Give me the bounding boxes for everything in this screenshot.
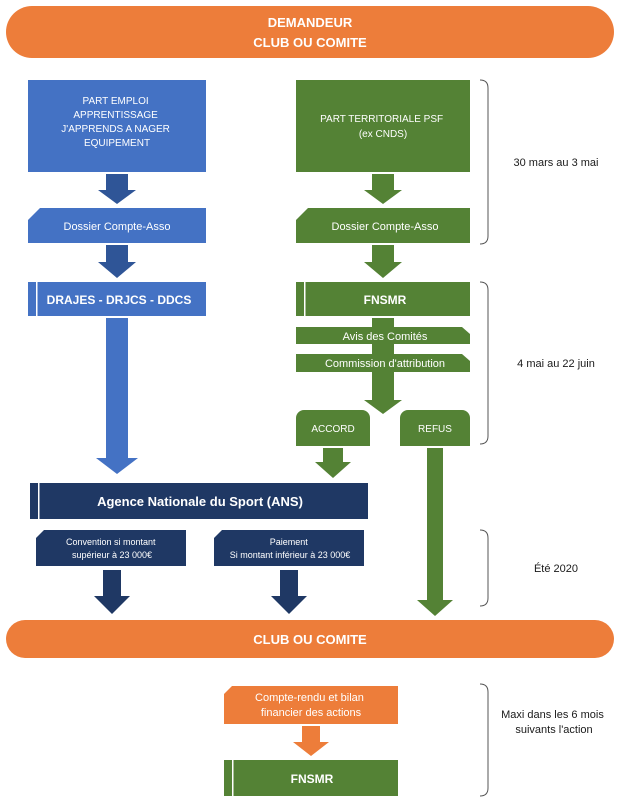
ans-title: Agence Nationale du Sport (ANS) [97,494,303,509]
report-shape [224,686,398,724]
bracket [479,529,489,607]
report-line: financier des actions [261,707,362,719]
refus-box [400,410,470,446]
drajes-accent [36,282,38,316]
refus-label: REFUS [418,424,452,435]
header-line2: CLUB OU COMITE [253,35,367,50]
drajes-label: DRAJES - DRJCS - DDCS [47,293,192,307]
ans-box [30,483,368,519]
bracket [479,683,489,797]
down-arrow [94,570,130,614]
down-arrow [98,245,136,278]
blue-dossier-shape [28,208,206,243]
svg-text:Convention si montant supé: Convention si montant supérieur à 23 000… [66,537,158,560]
avis-shape [296,327,470,344]
phase2-label: 4 mai au 22 juin [517,358,595,370]
down-arrow [315,448,351,478]
svg-text:PART TERRITORIALE PSF (ex: PART TERRITORIALE PSF (ex CNDS) [320,114,446,140]
paiement-line: Si montant inférieur à 23 000€ [230,550,351,560]
report-line: Compte-rendu et bilan [255,692,364,704]
paiement-line: Paiement [270,537,309,547]
convention-line: supérieur à 23 000€ [72,550,152,560]
blue-dossier-label: Dossier Compte-Asso [64,221,171,233]
blue-box-line: J'APPRENDS A NAGER [61,124,170,135]
final-accent [232,760,234,796]
drajes-box [28,282,206,316]
down-arrow [98,174,136,204]
final-label: FNSMR [291,772,334,786]
paiement-shape [214,530,364,566]
result-pill [6,620,614,658]
down-arrow [96,318,138,474]
phase3-label: Été 2020 [534,562,578,575]
accord-box [296,410,370,446]
blue-box-line: EQUIPEMENT [84,138,150,149]
convention-shape [36,530,186,566]
svg-text:Maxi dans les 6 mois suiva: Maxi dans les 6 mois suivants l'action [501,709,607,736]
accord-label: ACCORD [311,424,354,435]
header-pill [6,6,614,58]
svg-text:PART EMPLOI APPRENTISSAGE: PART EMPLOI APPRENTISSAGE J'APPRENDS A N… [61,96,172,149]
fnsmr-box [296,282,470,316]
bracket [479,281,489,445]
ans-accent [38,483,40,519]
green-dossier-label: Dossier Compte-Asso [332,221,439,233]
fnsmr-label: FNSMR [364,293,407,307]
blue-box-line: APPRENTISSAGE [73,110,158,121]
header-line1: DEMANDEUR [268,15,353,30]
svg-text:Compte-rendu et bilan fina: Compte-rendu et bilan financier des acti… [255,692,367,719]
svg-text:Paiement Si montant inféri: Paiement Si montant inférieur à 23 000€ [230,537,351,560]
down-arrow [364,174,402,204]
green-dossier-shape [296,208,470,243]
result-label: CLUB OU COMITE [253,632,367,647]
down-arrow [293,726,329,756]
phase4-line: suivants l'action [515,724,592,736]
green-box [296,80,470,172]
blue-box [28,80,206,172]
green-box-line: (ex CNDS) [359,129,407,140]
down-arrow [271,570,307,614]
blue-box-line: PART EMPLOI [83,96,149,107]
commission-label: Commission d'attribution [325,358,445,370]
avis-label: Avis des Comités [343,331,428,343]
commission-shape [296,354,470,372]
bracket [479,79,489,245]
phase4-line: Maxi dans les 6 mois [501,709,604,721]
final-box [224,760,398,796]
fnsmr-accent [304,282,306,316]
down-arrow [364,245,402,278]
down-arrow [417,448,453,616]
convention-line: Convention si montant [66,537,156,547]
green-box-line: PART TERRITORIALE PSF [320,114,443,125]
phase1-label: 30 mars au 3 mai [514,157,599,169]
